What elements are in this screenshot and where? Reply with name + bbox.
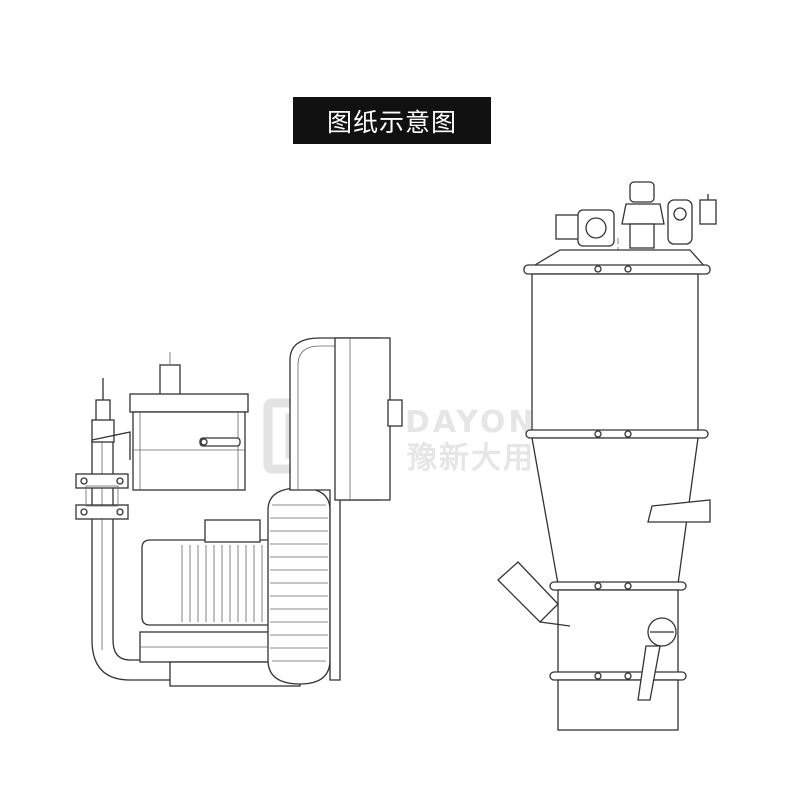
vacuum-pump-unit	[75, 337, 403, 687]
blower-ribs	[270, 504, 328, 662]
watermark: DAYONG 豫新大用	[263, 398, 561, 476]
watermark-brand-cn: 豫新大用	[407, 441, 535, 476]
diagram-title: 图纸示意图	[293, 97, 491, 144]
motor-fins	[181, 545, 263, 622]
vacuum-hopper-loader	[497, 181, 717, 731]
